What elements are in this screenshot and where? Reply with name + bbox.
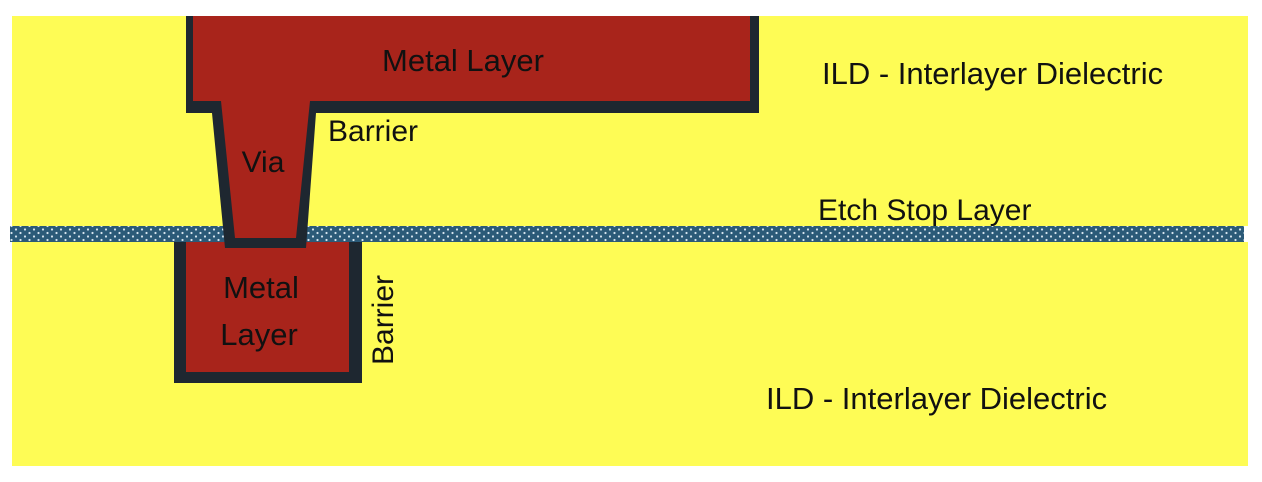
etch-stop-layer xyxy=(10,226,1244,242)
via-label: Via xyxy=(242,146,285,179)
upper-ild-label: ILD - Interlayer Dielectric xyxy=(822,56,1163,91)
etch-stop-label: Etch Stop Layer xyxy=(818,194,1031,227)
lower-ild-label: ILD - Interlayer Dielectric xyxy=(766,381,1107,416)
lower-metal-label-line2: Layer xyxy=(220,317,298,352)
lower-metal-label-line1: Metal xyxy=(223,270,299,305)
upper-metal-label: Metal Layer xyxy=(382,43,544,78)
upper-barrier-label: Barrier xyxy=(328,115,418,148)
upper-metal-and-via xyxy=(193,16,750,238)
lower-metal xyxy=(186,236,349,372)
lower-barrier-label: Barrier xyxy=(367,275,400,365)
